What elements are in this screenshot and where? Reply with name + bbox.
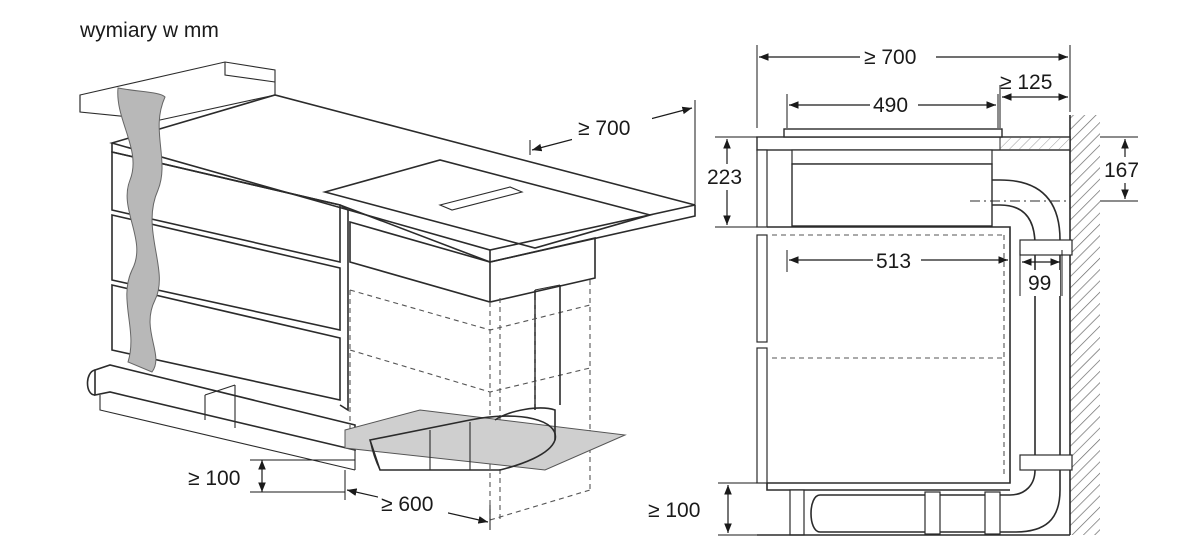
dim-duct-label: 99 — [1028, 272, 1051, 295]
dim-hob-label: 490 — [873, 94, 908, 117]
plinth-plate — [344, 409, 627, 471]
isometric-view: ≥ 700 ≥ 100 ≥ 600 — [79, 61, 696, 530]
drawer-middle — [111, 213, 341, 331]
drawer-top — [111, 150, 341, 264]
dim-back-label: ≥ 125 — [1000, 71, 1052, 94]
dim-hob-height-label: 223 — [707, 166, 742, 189]
drawer-bottom — [111, 283, 341, 401]
dim-inner-label: 513 — [876, 250, 911, 273]
hob-unit-body — [349, 220, 596, 303]
dim-width-label: ≥ 600 — [381, 493, 433, 516]
cut-section — [117, 87, 166, 373]
dim-plinth-right-label: ≥ 100 — [648, 499, 700, 522]
dim-plinth-left-label: ≥ 100 — [188, 467, 240, 490]
side-section-view: ≥ 700 ≥ 125 490 223 167 513 99 — [648, 44, 1148, 536]
dim-depth-label: ≥ 700 — [578, 117, 630, 140]
plinth-duct — [94, 364, 356, 452]
dim-wall-height-label: 167 — [1104, 159, 1139, 182]
units-caption: wymiary w mm — [79, 19, 219, 42]
hob-unit — [791, 163, 993, 227]
hob-glass — [321, 159, 654, 249]
vent-slot — [438, 186, 524, 211]
dim-total-label: ≥ 700 — [864, 46, 916, 69]
